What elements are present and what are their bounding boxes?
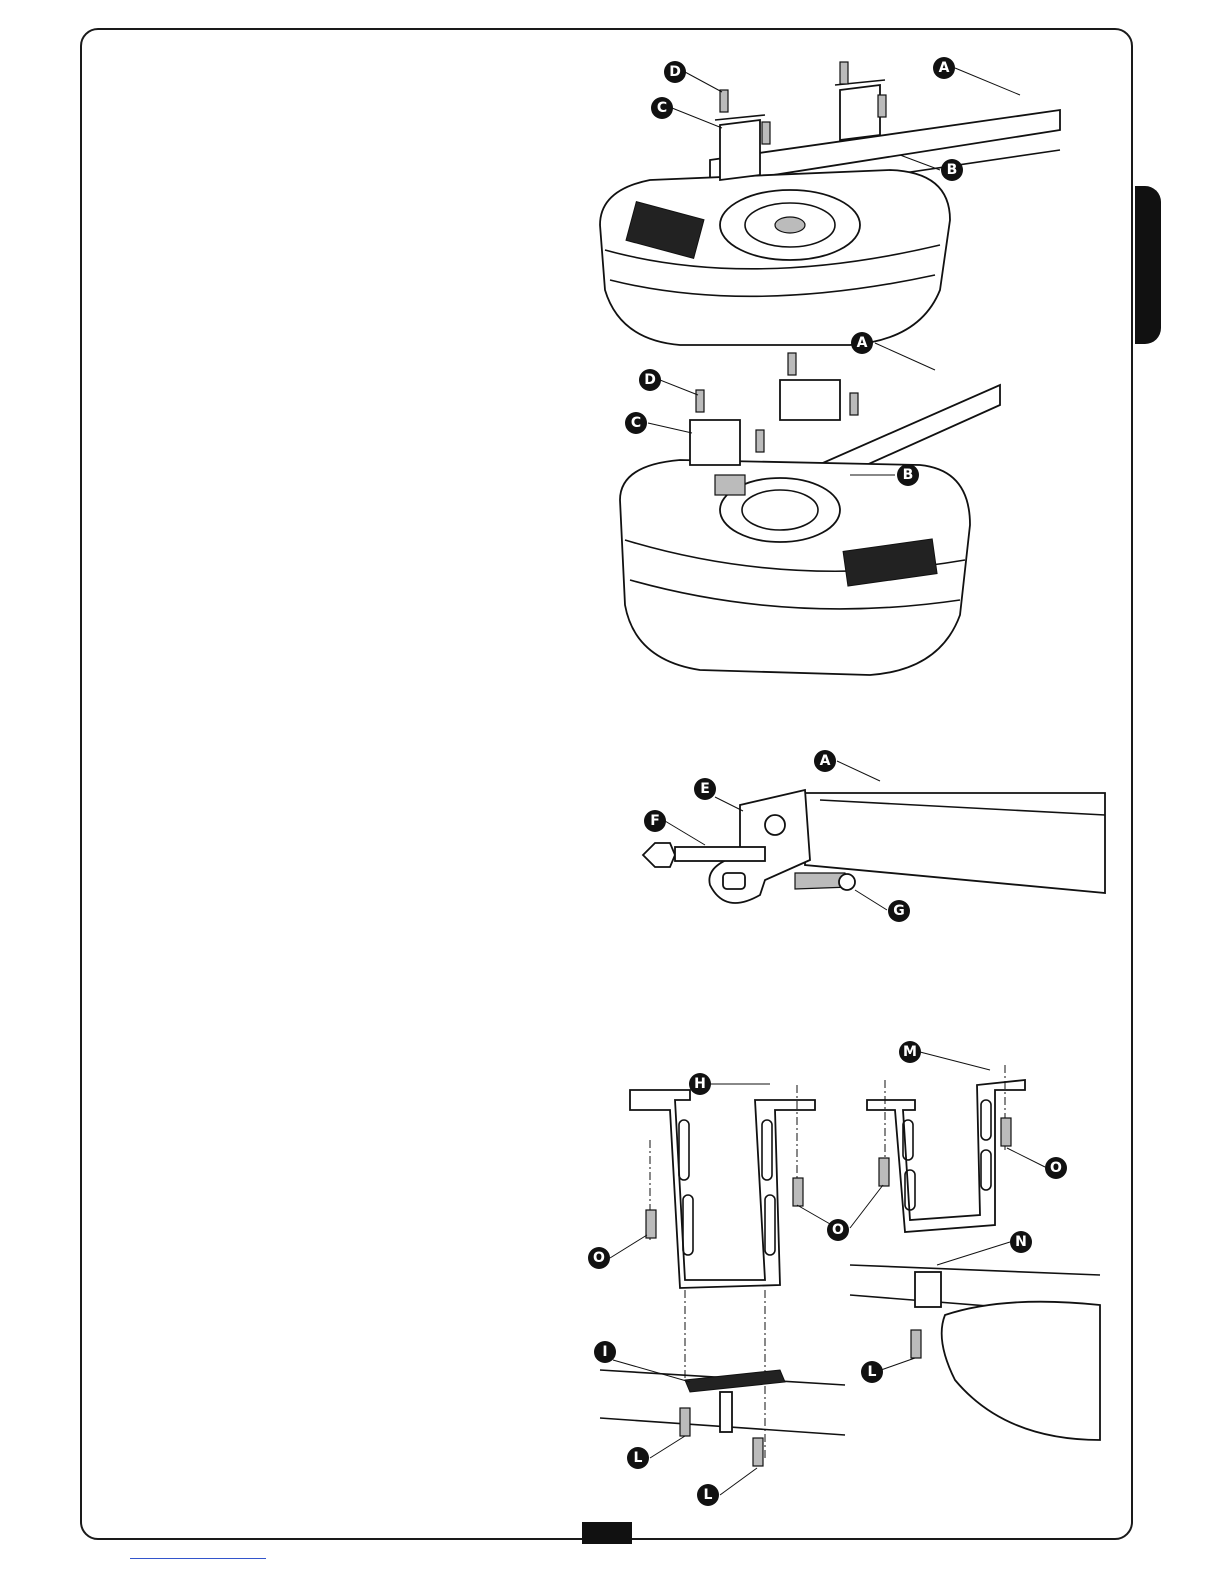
screw-icon [878,95,886,117]
svg-text:O: O [832,1222,844,1238]
callout-o: O [1045,1157,1067,1179]
callout-l: L [627,1447,649,1469]
screw-icon [696,390,704,412]
callout-c: C [651,97,673,119]
callout-l: L [697,1484,719,1506]
callout-f: F [644,810,666,832]
callout-o: O [588,1247,610,1269]
screw-icon [753,1438,763,1466]
svg-text:N: N [1015,1234,1027,1250]
callout-b: B [897,464,919,486]
page-number-box [582,1522,632,1544]
figure-rail-end-bracket: A E F G [635,745,1115,935]
callout-d: D [639,369,661,391]
svg-text:O: O [593,1250,605,1266]
callout-h: H [689,1073,711,1095]
svg-text:O: O [1050,1160,1062,1176]
footer-rule [130,1558,266,1559]
svg-text:A: A [820,753,831,769]
callout-m: M [899,1041,921,1063]
svg-text:B: B [947,162,958,178]
svg-text:A: A [857,335,868,351]
screw-icon [762,122,770,144]
callout-e: E [694,778,716,800]
svg-text:L: L [868,1364,877,1380]
callout-c: C [625,412,647,434]
svg-text:C: C [657,100,667,116]
svg-text:L: L [704,1487,713,1503]
callout-a: A [933,57,955,79]
callout-d: D [664,61,686,83]
nut-icon [795,873,855,890]
svg-text:D: D [644,372,656,388]
screw-icon [879,1158,889,1186]
callout-l: L [861,1361,883,1383]
callout-g: G [888,900,910,922]
callout-i: I [594,1341,616,1363]
callout-a: A [851,332,873,354]
screw-icon [788,353,796,375]
figure-motor-bracket-alt: D C A B [600,325,1080,685]
screw-icon [840,62,848,84]
screw-icon [911,1330,921,1358]
callout-n: N [1010,1231,1032,1253]
svg-text:F: F [650,813,660,829]
screw-icon [850,393,858,415]
svg-text:M: M [903,1044,917,1060]
screw-icon [756,430,764,452]
svg-text:H: H [694,1076,706,1092]
figure-motor-bracket-top: D C A B [590,50,1090,350]
svg-text:B: B [903,467,914,483]
screw-icon [646,1210,656,1238]
svg-text:A: A [939,60,950,76]
screw-icon [680,1408,690,1436]
svg-text:L: L [634,1450,643,1466]
callout-b: B [941,159,963,181]
svg-text:I: I [602,1344,607,1360]
callout-a: A [814,750,836,772]
svg-text:G: G [893,903,905,919]
svg-text:D: D [669,64,681,80]
screw-icon [720,90,728,112]
screw-icon [1001,1118,1011,1146]
svg-text:E: E [700,781,710,797]
svg-text:C: C [631,415,641,431]
figure-ceiling-brackets: H M N I O O O L L L [585,1040,1105,1500]
screw-icon [793,1178,803,1206]
callout-o: O [827,1219,849,1241]
section-tab-marker [1135,186,1161,344]
